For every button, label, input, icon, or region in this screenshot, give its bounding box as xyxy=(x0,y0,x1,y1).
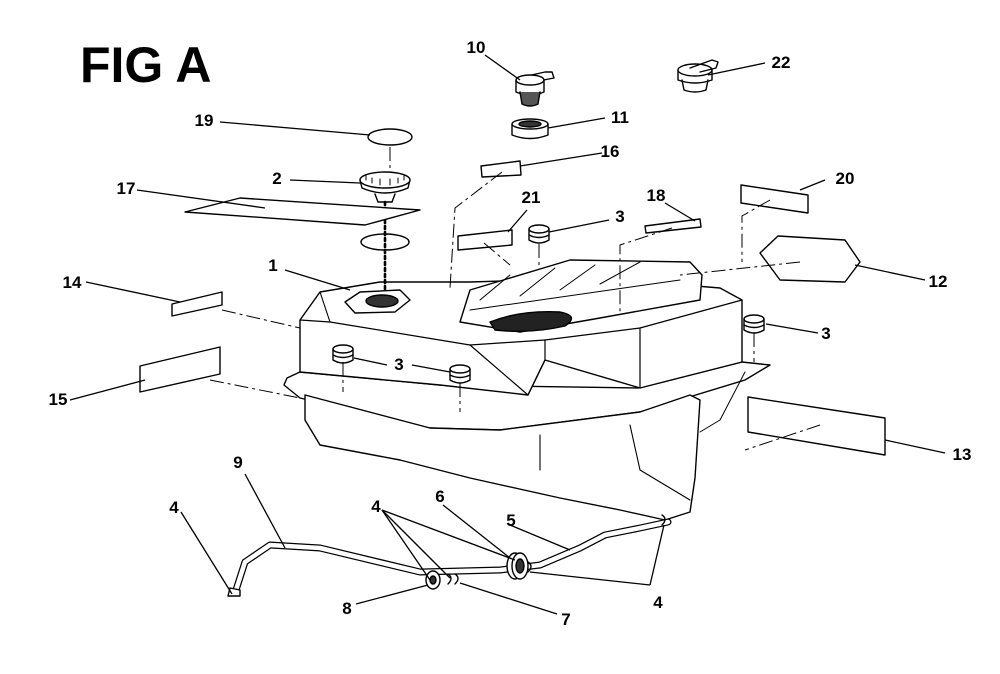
leader-lines xyxy=(69,54,946,615)
decal-18 xyxy=(644,218,702,234)
fuel-line xyxy=(227,518,672,597)
callout-4-middle: 4 xyxy=(371,497,381,516)
callout-9: 9 xyxy=(233,453,243,472)
callout-3-right: 3 xyxy=(821,324,831,343)
cap-decal xyxy=(367,128,413,146)
grommet-right xyxy=(743,314,765,334)
callout-14: 14 xyxy=(62,273,82,292)
fuel-filter xyxy=(506,552,529,580)
callout-2: 2 xyxy=(272,169,282,188)
callout-1: 1 xyxy=(268,256,278,275)
callout-21: 21 xyxy=(521,188,541,207)
decal-16 xyxy=(480,160,522,178)
callout-3-top: 3 xyxy=(615,207,625,226)
figure-title: FIG A xyxy=(80,37,212,93)
callout-18: 18 xyxy=(646,186,666,205)
callout-5: 5 xyxy=(506,511,516,530)
callout-4-right: 4 xyxy=(653,593,663,612)
filler-neck-gasket xyxy=(360,233,410,251)
decal-15 xyxy=(139,346,221,393)
shutoff-valve xyxy=(425,570,441,590)
vent-fitting xyxy=(677,59,719,93)
fuel-cap xyxy=(359,171,411,292)
alignment-lines xyxy=(209,147,821,451)
callout-19: 19 xyxy=(194,111,214,130)
callout-12: 12 xyxy=(928,272,948,291)
grommet-top xyxy=(528,224,550,244)
callout-15: 15 xyxy=(48,390,68,409)
callout-3-left: 3 xyxy=(394,355,404,374)
callout-16: 16 xyxy=(600,142,620,161)
decal-21 xyxy=(457,229,513,251)
fuel-tank xyxy=(283,259,771,521)
callout-22: 22 xyxy=(771,53,791,72)
callout-20: 20 xyxy=(835,169,855,188)
decal-12 xyxy=(759,235,861,283)
callout-8: 8 xyxy=(342,599,352,618)
grommet-left xyxy=(332,344,354,364)
callout-10: 10 xyxy=(466,38,486,57)
hose-clamps xyxy=(447,514,666,585)
callout-17: 17 xyxy=(116,179,136,198)
callout-7: 7 xyxy=(561,610,571,629)
callout-4-left: 4 xyxy=(169,498,179,517)
callout-11: 11 xyxy=(611,108,629,127)
bushing xyxy=(511,118,549,140)
decal-14 xyxy=(171,291,223,317)
decal-20 xyxy=(740,184,809,214)
fuel-fitting xyxy=(515,71,555,107)
callout-6: 6 xyxy=(435,487,445,506)
callout-13: 13 xyxy=(952,445,972,464)
